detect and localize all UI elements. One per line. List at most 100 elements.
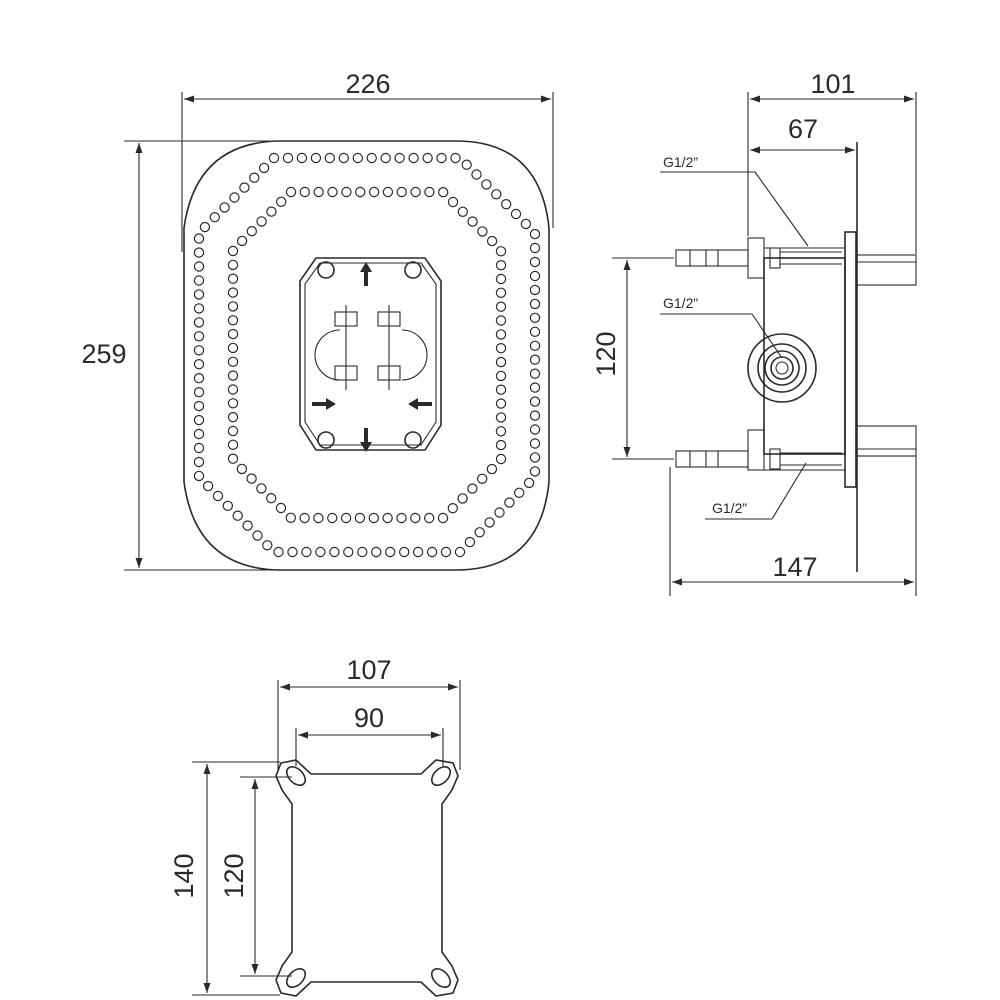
perforation-hole xyxy=(454,546,466,558)
perforation-hole xyxy=(371,546,382,558)
perforation-hole xyxy=(313,512,324,524)
perforation-hole xyxy=(501,198,512,210)
perforation-hole xyxy=(529,466,541,477)
perforation-hole xyxy=(495,260,507,271)
perforation-hole xyxy=(227,342,239,354)
perforation-hole xyxy=(193,233,205,244)
mounting-flange xyxy=(844,231,857,488)
perforation-hole xyxy=(266,493,277,504)
bracket-outer-height-label: 140 xyxy=(169,853,199,898)
perforation-hole xyxy=(412,546,424,558)
perforation-hole xyxy=(495,370,507,382)
perforation-hole xyxy=(495,343,507,354)
perforation-hole xyxy=(193,331,205,342)
perforation-hole xyxy=(481,179,492,190)
flow-arrow-right-icon xyxy=(312,398,336,410)
perforation-hole xyxy=(209,211,220,223)
perforation-hole xyxy=(252,530,263,541)
perforation-hole xyxy=(202,480,214,492)
perforation-hole xyxy=(464,536,476,548)
perforation-hole xyxy=(495,426,507,437)
perforation-hole xyxy=(227,384,239,395)
perforation-hole xyxy=(529,410,541,421)
perforation-hole xyxy=(227,301,239,312)
perforation-hole xyxy=(329,546,340,558)
perforation-hole xyxy=(477,473,488,484)
perforation-hole xyxy=(440,546,452,558)
perforation-hole xyxy=(529,256,541,268)
perforation-hole xyxy=(193,317,205,328)
depth-total-label: 101 xyxy=(810,69,855,99)
perforation-hole xyxy=(529,340,541,351)
valve-body-outline xyxy=(299,257,442,451)
perforation-hole xyxy=(424,186,435,198)
perforation-hole xyxy=(495,315,507,326)
perforation-hole xyxy=(229,192,240,203)
perforation-hole xyxy=(477,226,488,237)
perforation-hole xyxy=(529,312,541,323)
perforation-hole xyxy=(193,289,205,300)
perforation-hole xyxy=(426,546,438,558)
perforation-hole xyxy=(193,261,205,272)
perforation-hole xyxy=(268,152,280,164)
perforation-hole xyxy=(193,400,205,412)
depth-inner-label: 67 xyxy=(788,114,818,144)
perforation-hole xyxy=(529,354,541,365)
perforation-hole xyxy=(296,152,308,164)
perforation-hole xyxy=(341,186,352,198)
perforation-hole xyxy=(242,520,253,531)
bracket-outer-width-label: 107 xyxy=(346,655,391,685)
perforation-hole xyxy=(236,463,248,475)
perforation-hole xyxy=(529,424,541,435)
perforation-hole xyxy=(385,546,396,558)
bracket-slot xyxy=(430,967,452,989)
perforation-hole xyxy=(471,169,482,180)
perforation-hole xyxy=(193,414,205,426)
perforation-hole xyxy=(495,273,507,285)
perforation-hole xyxy=(529,298,541,310)
perforation-hole xyxy=(256,483,267,494)
perforation-hole xyxy=(396,512,407,524)
perforation-hole xyxy=(382,186,394,198)
flow-arrow-down-icon xyxy=(360,428,372,452)
perforation-hole xyxy=(447,196,459,208)
side-view: G1/2” G1/2” G1/2” 101 67 120 147 xyxy=(591,69,917,596)
thread-label-top: G1/2” xyxy=(663,154,698,170)
perforation-hole xyxy=(450,152,461,164)
perforation-hole xyxy=(313,186,324,198)
perforation-hole xyxy=(301,546,312,558)
perforation-hole xyxy=(193,456,205,468)
mounting-bracket-outline xyxy=(275,759,459,997)
perforation-hole xyxy=(529,242,541,254)
center-outlet xyxy=(747,333,817,403)
perforation-hole xyxy=(227,245,239,257)
perforation-hole xyxy=(396,186,407,198)
perforation-hole xyxy=(227,398,239,409)
perforation-hole xyxy=(380,152,391,164)
perforation-hole xyxy=(227,370,239,381)
perforation-hole xyxy=(495,356,507,368)
perforation-hole xyxy=(529,284,541,296)
perforation-hole xyxy=(262,540,273,551)
perforation-hole xyxy=(467,216,478,227)
perforation-hole xyxy=(520,218,532,230)
perforation-hole xyxy=(368,512,379,524)
width-dimension-label: 226 xyxy=(345,69,390,99)
perforation-hole xyxy=(510,208,522,220)
inner-dot-ring xyxy=(227,186,507,524)
perforation-hole xyxy=(258,162,270,174)
perforation-hole xyxy=(256,216,267,227)
flow-arrow-left-icon xyxy=(408,398,432,410)
spacing-label: 120 xyxy=(591,331,621,376)
perforation-hole xyxy=(495,384,507,395)
perforation-hole xyxy=(436,152,447,164)
perforation-hole xyxy=(410,186,421,198)
perforation-hole xyxy=(529,452,541,463)
perforation-hole xyxy=(438,186,449,198)
perforation-hole xyxy=(282,152,294,164)
perforation-hole xyxy=(232,510,243,521)
perforation-hole xyxy=(529,228,541,240)
perforation-hole xyxy=(357,546,368,558)
perforation-hole xyxy=(227,315,239,326)
